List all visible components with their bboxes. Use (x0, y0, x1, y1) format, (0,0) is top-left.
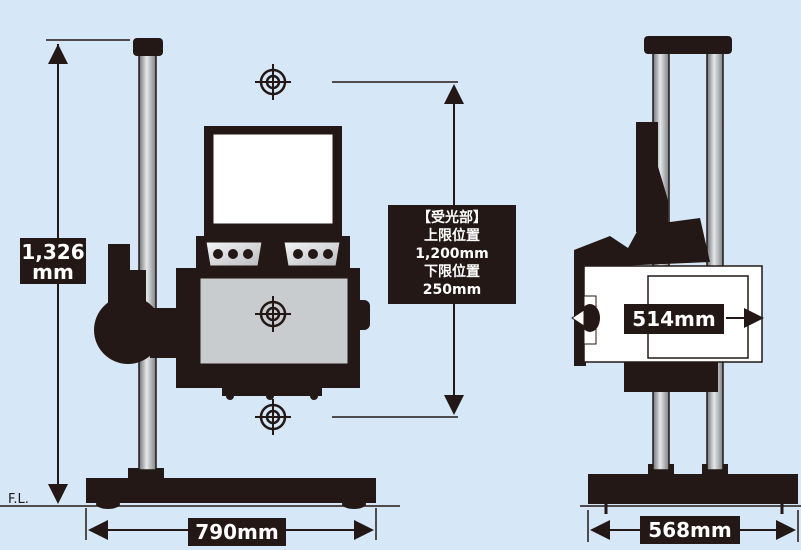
height-unit: mm (32, 260, 74, 284)
side-head-label: 514mm (624, 304, 724, 334)
target-crosshair-icon (253, 62, 293, 102)
lower-limit-value: 250mm (422, 282, 482, 298)
side-view (571, 36, 801, 542)
side-top-cap (644, 36, 732, 54)
pole-cap (133, 38, 163, 56)
front-pole (138, 54, 157, 471)
front-width-label: 790mm (188, 518, 286, 546)
side-base (588, 474, 798, 504)
height-value: 1,326 (21, 240, 85, 264)
floor-level-label: F.L. (8, 492, 29, 507)
side-depth-label: 568mm (640, 516, 740, 544)
target-crosshair-icon (253, 397, 293, 437)
front-view (0, 38, 464, 540)
height-dimension-label: 1,326 mm (20, 238, 86, 284)
arrow-icon (571, 309, 585, 327)
front-base (86, 478, 376, 503)
upper-limit-value: 1,200mm (415, 246, 489, 262)
upper-limit-label: 上限位置 (424, 228, 480, 244)
receiver-heading: 【受光部】 (417, 210, 487, 226)
lower-limit-label: 下限位置 (424, 264, 480, 280)
holder-knob (94, 296, 162, 364)
receiver-range-label: 【受光部】 上限位置 1,200mm 下限位置 250mm (388, 205, 516, 304)
